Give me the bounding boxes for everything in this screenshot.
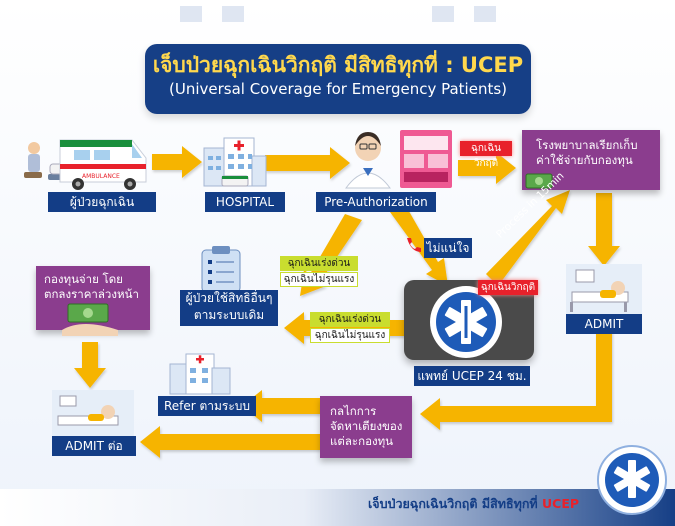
tag-urgent-1: ฉุกเฉินเร่งด่วน [280,256,358,271]
footer-accent: UCEP [542,496,580,511]
footer-text: เจ็บป่วยฉุกเฉินวิกฤติ มีสิทธิทุกที่ UCEP [368,494,579,514]
clipboard-icon [201,246,241,293]
tag-unsure: ไม่แน่ใจ [424,238,472,258]
tag-non-severe-1: ฉุกเฉินไม่รุนแรง [280,272,358,287]
admit-next-bed-icon [52,390,134,436]
ambulance-label: AMBULANCE [82,173,120,180]
top-decoration [0,0,675,30]
node-admit-next: ADMIT ต่อ [52,436,136,456]
title-banner [145,44,531,114]
arrow-process-15min [486,190,570,286]
arrow-patient-to-hospital [152,146,202,178]
node-bed-mechanism: กลไกการ จัดหาเตียงของ แต่ละกองทุน [320,396,412,458]
arrow-hospital-to-doctor [265,147,350,179]
refer-hospital-icon [169,353,231,395]
tag-critical-mid: ฉุกเฉินวิกฤติ [478,280,538,295]
arrow-to-hospital-bill [458,152,516,184]
node-admit-right: ADMIT [566,314,642,334]
top-bar [180,6,202,22]
arrow-to-admit-next [140,426,320,458]
arrow-admit-down [596,330,612,422]
top-bar [474,6,496,22]
node-patient: ผู้ป่วยฉุกเฉิน [48,192,156,212]
footer-bar [0,489,675,526]
arrow-to-ucep-doctor [390,206,448,286]
hospital-icon [203,137,267,187]
arrow-bill-to-admit [588,193,620,266]
ambulance-icon: AMBULANCE [24,139,147,190]
hospital-bed-icon [566,264,642,314]
top-bar [432,6,454,22]
footer-title: เจ็บป่วยฉุกเฉินวิกฤติ มีสิทธิทุกที่ [368,496,538,511]
tag-critical-top: ฉุกเฉินวิกฤติ [460,141,512,169]
arrow-to-refer [242,390,320,422]
node-pre-authorization: Pre-Authorization [316,192,436,212]
node-hospital: HOSPITAL [205,192,285,212]
ucep-star-of-life-icon [430,286,502,358]
arrow-to-bed-mechanism [420,398,612,430]
doctor-icon [345,130,452,189]
arrow-fund-to-admit [74,342,106,388]
nhso-logo-icon [597,445,667,515]
phone-icon [407,238,421,252]
tag-urgent-2: ฉุกเฉินเร่งด่วน [310,312,390,327]
node-ucep-doctor: แพทย์ UCEP 24 ชม. [414,366,530,386]
money-icon [525,173,553,189]
money-hand-icon [62,303,118,336]
page-subtitle: (Universal Coverage for Emergency Patien… [168,80,507,98]
top-bar [222,6,244,22]
node-other-rights: ผู้ป่วยใช้สิทธิอื่นๆ ตามระบบเดิม [180,290,278,326]
page-title: เจ็บป่วยฉุกเฉินวิกฤติ มีสิทธิทุกที่ : UC… [152,53,524,77]
tag-non-severe-2: ฉุกเฉินไม่รุนแรง [310,328,390,343]
node-refer: Refer ตามระบบ [158,396,256,416]
